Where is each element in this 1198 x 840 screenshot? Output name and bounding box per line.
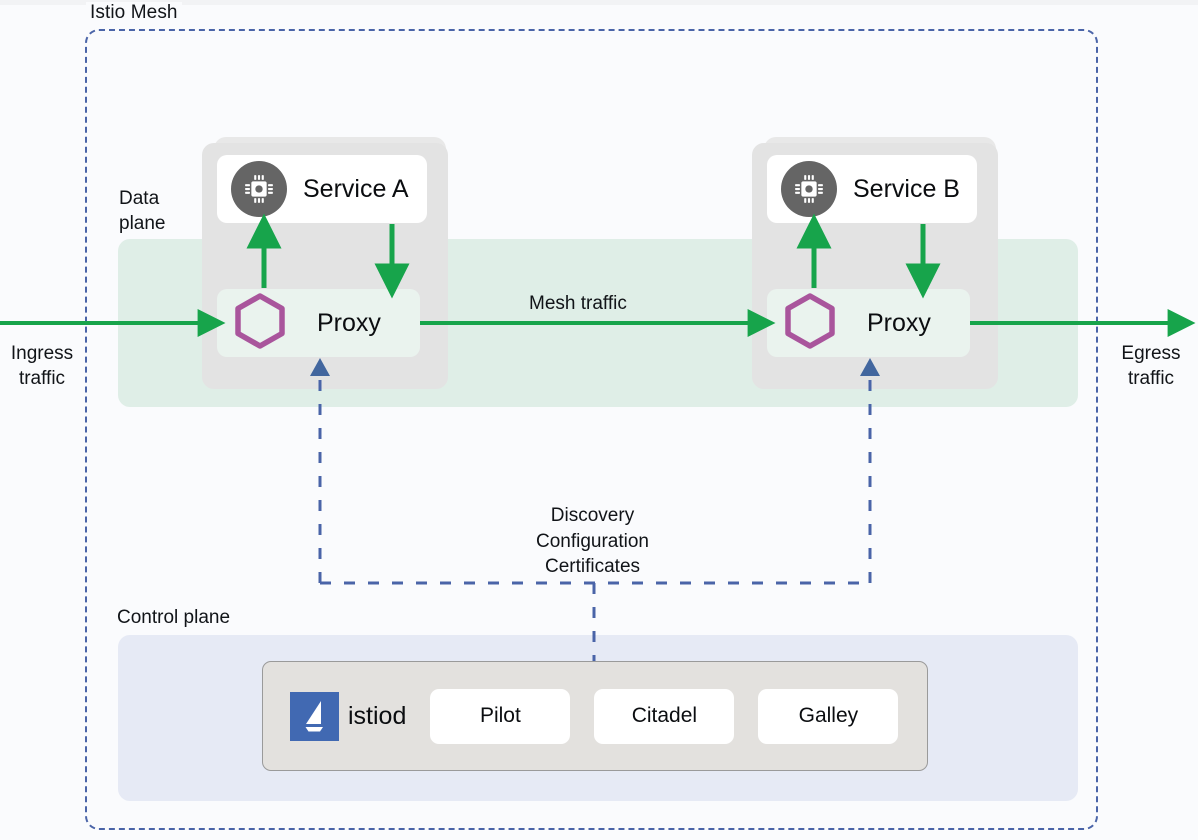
istiod-container: istiod Pilot Citadel Galley — [262, 661, 928, 771]
proxy-b-label: Proxy — [867, 308, 931, 337]
chip-icon — [231, 161, 287, 217]
service-a-box[interactable]: Service A — [217, 155, 427, 223]
istiod-label: istiod — [348, 701, 407, 730]
istio-sailboat-icon — [290, 691, 339, 741]
data-plane-label-line2: plane — [119, 213, 166, 234]
control-channel-line1: Discovery — [550, 505, 635, 526]
istiod-component-citadel-label: Citadel — [631, 704, 698, 727]
service-a-label: Service A — [303, 174, 409, 203]
hexagon-icon — [783, 292, 837, 355]
istiod-component-citadel[interactable]: Citadel — [594, 688, 735, 744]
istio-mesh-label: Istio Mesh — [86, 2, 182, 24]
egress-traffic-line1: Egress — [1121, 343, 1181, 364]
istiod-component-galley[interactable]: Galley — [758, 688, 899, 744]
ingress-traffic-label: Ingress traffic — [2, 341, 82, 391]
ingress-traffic-line1: Ingress — [10, 343, 74, 364]
istiod-component-pilot-label: Pilot — [479, 704, 521, 727]
ingress-traffic-line2: traffic — [18, 368, 66, 389]
control-channel-line2: Configuration — [535, 530, 650, 552]
control-channel-label: Discovery Configuration Certificates — [470, 503, 715, 580]
istiod-component-galley-label: Galley — [798, 704, 859, 727]
mesh-traffic-label: Mesh traffic — [529, 293, 627, 314]
data-plane-label-line1: Data — [119, 188, 160, 209]
hexagon-icon — [233, 292, 287, 355]
service-b-box[interactable]: Service B — [767, 155, 977, 223]
egress-traffic-line2: traffic — [1127, 368, 1175, 389]
istio-mesh-boundary — [85, 29, 1098, 830]
proxy-a-label: Proxy — [317, 308, 381, 337]
data-plane-label: Data plane — [119, 186, 209, 236]
proxy-a-box[interactable]: Proxy — [217, 289, 420, 357]
egress-traffic-label: Egress traffic — [1110, 341, 1192, 391]
control-channel-line3: Certificates — [544, 556, 641, 577]
service-b-label: Service B — [853, 174, 960, 203]
proxy-b-box[interactable]: Proxy — [767, 289, 970, 357]
top-strip — [0, 0, 1198, 5]
chip-icon — [781, 161, 837, 217]
control-plane-label: Control plane — [117, 607, 231, 628]
istiod-component-pilot[interactable]: Pilot — [430, 688, 571, 744]
